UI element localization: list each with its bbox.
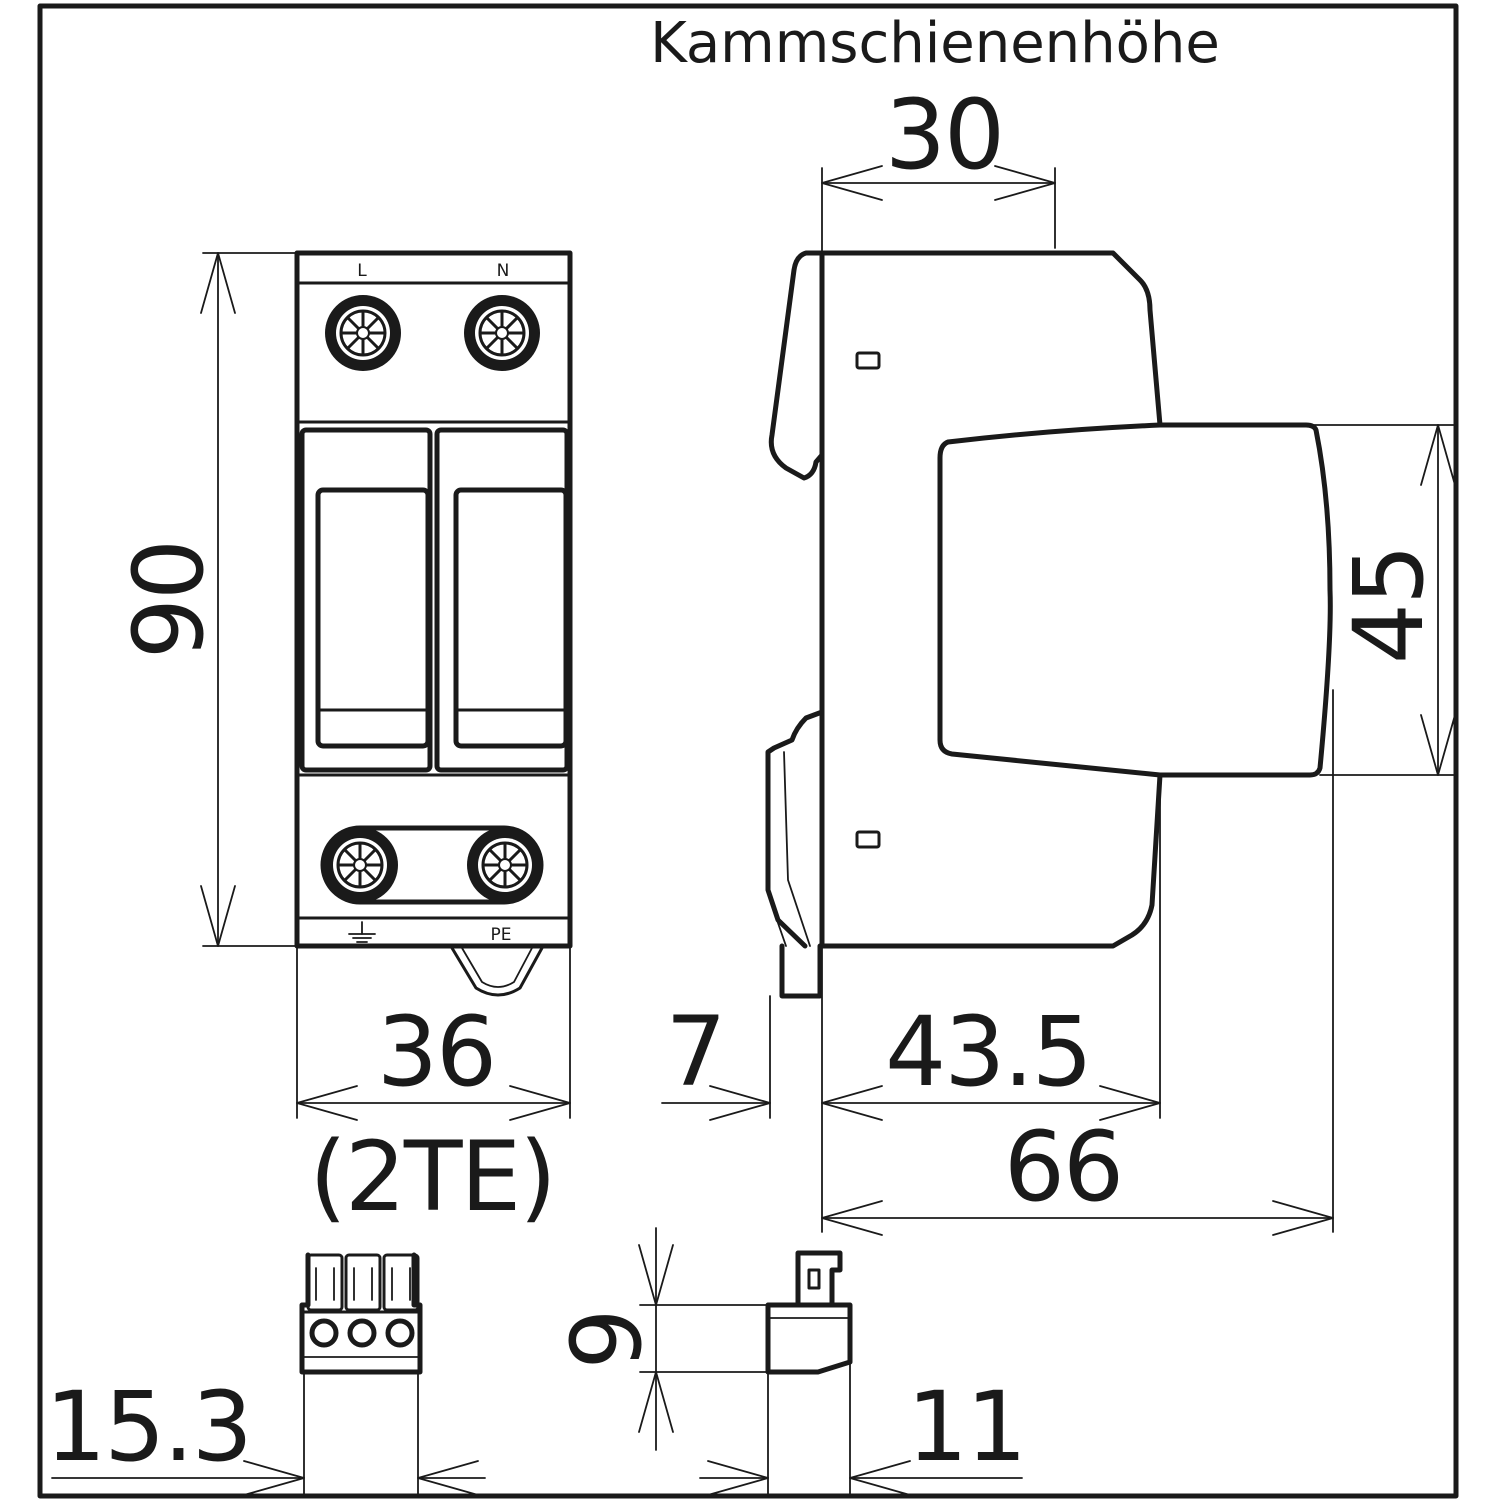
indicator-mark <box>855 351 881 370</box>
connector-screw-icon <box>385 1318 415 1348</box>
earth-ground-icon <box>348 921 376 943</box>
screw-terminal-icon <box>323 293 403 373</box>
busbar-dimension: 30 <box>821 79 1056 254</box>
terminal-label-n: N <box>497 261 510 281</box>
connector-height-dimension: 9 <box>551 1227 769 1451</box>
dim-width-units: (2TE) <box>309 1121 554 1233</box>
depth-dimensions: 7 43.5 66 <box>661 689 1334 1236</box>
side-module <box>937 422 1333 778</box>
rail-clip <box>779 943 823 999</box>
dim-front-depth: 43.5 <box>885 996 1091 1108</box>
screw-terminal-icon <box>462 293 542 373</box>
dim-connector-width: 15.3 <box>45 1371 251 1483</box>
terminal-label-pe: PE <box>491 925 512 945</box>
side-housing <box>819 250 1163 949</box>
connector-side-view <box>765 1250 853 1375</box>
connector-screw-icon <box>309 1318 339 1348</box>
screw-terminal-icon <box>320 825 400 905</box>
terminal-label-l: L <box>357 261 367 281</box>
dim-busbar-height: 30 <box>885 79 1003 191</box>
connector-screw-icon <box>347 1318 377 1348</box>
dim-width: 36 <box>377 996 495 1108</box>
rail-latch-top <box>768 250 825 481</box>
dim-connector-height: 9 <box>551 1310 663 1369</box>
height-dimension: 90 <box>113 252 298 947</box>
connector-width-dimension: 15.3 <box>45 1371 486 1497</box>
busbar-height-title: Kammschienenhöhe <box>650 11 1220 76</box>
module-left-window <box>315 487 431 749</box>
drawing-frame <box>37 3 1459 1499</box>
front-view: L N PE <box>294 250 573 997</box>
width-dimension: 36 (2TE) <box>296 945 571 1233</box>
screw-terminal-icon <box>465 825 545 905</box>
pe-wire <box>450 946 544 997</box>
connector-depth-dimension: 11 <box>699 1361 1027 1497</box>
front-housing <box>294 250 573 949</box>
rail-latch-bottom <box>765 709 825 949</box>
connector-front-view <box>299 1252 423 1375</box>
indicator-mark <box>855 830 881 849</box>
dim-total-depth: 66 <box>1004 1111 1122 1223</box>
dim-rail-depth: 7 <box>665 996 724 1108</box>
module-left <box>299 427 433 773</box>
dim-height: 90 <box>113 541 225 659</box>
dim-module-height: 45 <box>1333 546 1445 664</box>
dim-connector-depth: 11 <box>907 1371 1025 1483</box>
side-view <box>765 250 1333 999</box>
module-right-window <box>453 487 569 749</box>
module-height-dimension: 45 <box>1313 424 1456 776</box>
